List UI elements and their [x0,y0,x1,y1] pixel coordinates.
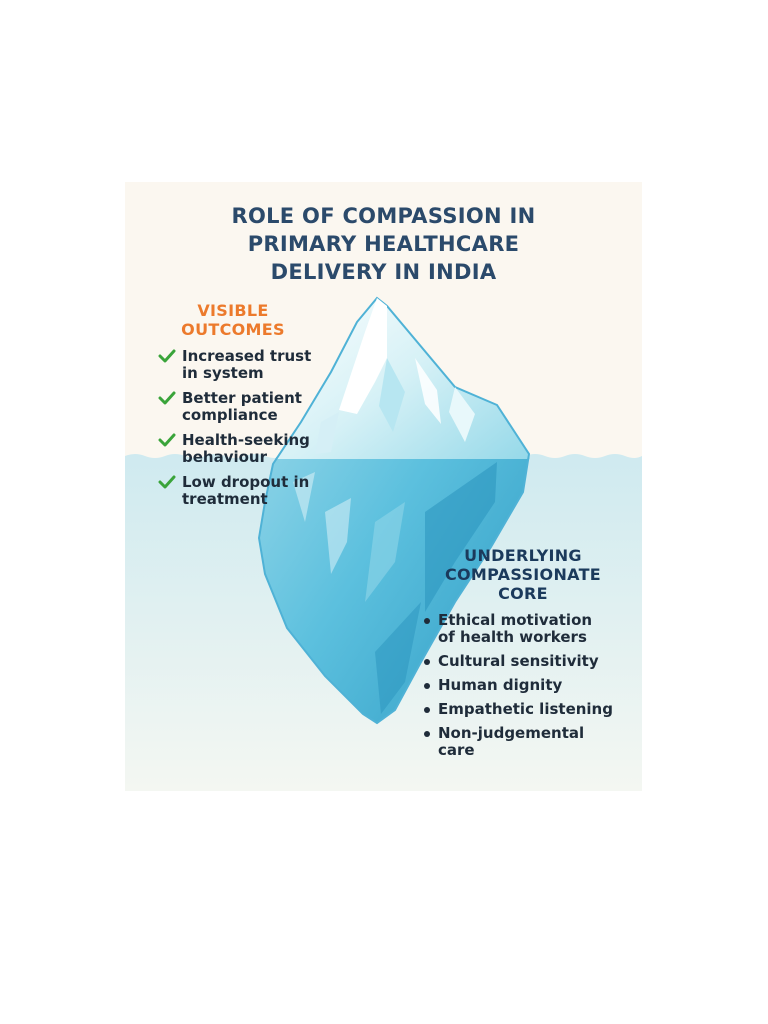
bullet-icon [424,683,430,689]
heading-line: OUTCOMES [181,320,285,339]
core-text: Cultural sensitivity [438,652,599,670]
title-line: PRIMARY HEALTHCARE [247,232,520,256]
bullet-icon [424,618,430,624]
check-icon [158,433,176,447]
check-icon [158,391,176,405]
core-text: Empathetic listening [438,700,613,718]
iceberg-underwater [257,457,530,725]
outcome-text: Low dropout in [182,473,310,491]
title-line: DELIVERY IN INDIA [270,260,497,284]
bullet-icon [424,659,430,665]
heading-line: VISIBLE [197,301,269,320]
outcome-text: treatment [182,490,268,508]
outcome-item: Health-seeking behaviour [158,432,332,466]
heading-line: CORE [498,584,548,603]
outcome-item: Increased trust in system [158,348,332,382]
visible-outcomes-heading: VISIBLE OUTCOMES [163,301,303,339]
heading-line: UNDERLYING [464,546,582,565]
compassionate-core-list: Ethical motivation of health workers Cul… [422,612,638,766]
iceberg-illustration [125,296,642,791]
outcome-text: Health-seeking [182,431,310,449]
core-item: Cultural sensitivity [422,653,638,670]
check-icon [158,475,176,489]
core-item: Human dignity [422,677,638,694]
core-item: Ethical motivation of health workers [422,612,638,646]
bullet-icon [424,707,430,713]
compassionate-core-heading: UNDERLYING COMPASSIONATE CORE [421,546,625,603]
core-text: of health workers [438,628,587,646]
visible-outcomes-list: Increased trust in system Better patient… [158,348,332,516]
outcome-item: Better patient compliance [158,390,332,424]
core-text: Non-judgemental [438,724,585,742]
core-text: care [438,741,475,759]
check-icon [158,349,176,363]
outcome-text: in system [182,364,264,382]
bullet-icon [424,731,430,737]
title-line: ROLE OF COMPASSION IN [231,204,536,228]
infographic-poster: ROLE OF COMPASSION IN PRIMARY HEALTHCARE… [125,182,642,791]
outcome-text: Increased trust [182,347,312,365]
outcome-text: Better patient [182,389,302,407]
core-item: Empathetic listening [422,701,638,718]
core-item: Non-judgemental care [422,725,638,759]
iceberg-tip [275,296,531,459]
core-text: Human dignity [438,676,563,694]
outcome-text: behaviour [182,448,268,466]
outcome-text: compliance [182,406,278,424]
heading-line: COMPASSIONATE [444,565,602,584]
outcome-item: Low dropout in treatment [158,474,332,508]
core-text: Ethical motivation [438,611,593,629]
page-title: ROLE OF COMPASSION IN PRIMARY HEALTHCARE… [125,202,642,286]
